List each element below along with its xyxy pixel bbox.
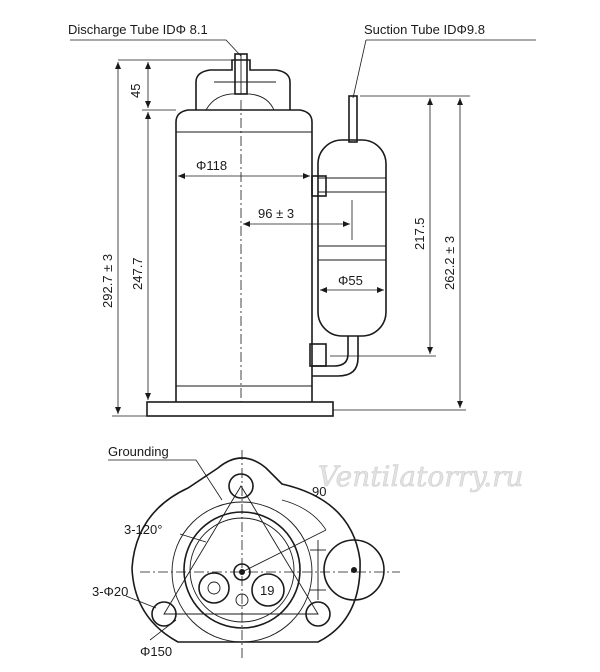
suction-tube	[348, 95, 358, 143]
holes-20-label: 3-Φ20	[92, 584, 128, 599]
mount-hole-top	[228, 473, 254, 499]
dim-217-label: 217.5	[412, 217, 427, 250]
angle-120-label: 3-120°	[124, 522, 162, 537]
circle-150-label: Φ150	[140, 644, 172, 659]
discharge-label: Discharge Tube IDΦ 8.1	[68, 22, 208, 37]
dim-118-label: Φ118	[196, 158, 227, 173]
base-outline	[131, 457, 361, 643]
dim-262-label: 262.2 ± 3	[442, 236, 457, 290]
watermark: Ventilatorry.ru	[318, 460, 523, 493]
suction-label: Suction Tube IDΦ9.8	[364, 22, 485, 37]
dim-292-label: 292.7 ± 3	[100, 254, 115, 308]
dim-55-label: Φ55	[338, 273, 363, 288]
dim-19-label: 19	[260, 583, 274, 598]
side-view	[70, 39, 536, 417]
dim-96-label: 96 ± 3	[258, 206, 294, 221]
top-cover	[195, 59, 291, 110]
accumulator	[317, 139, 387, 337]
bottom-view	[108, 450, 400, 660]
terminal-circle	[198, 572, 230, 604]
compressor-shell	[175, 109, 313, 402]
accumulator-circle	[323, 539, 385, 601]
grounding-leader	[108, 459, 223, 501]
grounding-label: Grounding	[108, 444, 169, 459]
pipe-circle-19	[251, 573, 285, 607]
discharge-leader	[70, 39, 242, 57]
dim-45-label: 45	[128, 84, 143, 98]
dim-247-label: 247.7	[130, 257, 145, 290]
angle-90-label: 90	[312, 484, 326, 499]
base-plate	[146, 401, 334, 417]
